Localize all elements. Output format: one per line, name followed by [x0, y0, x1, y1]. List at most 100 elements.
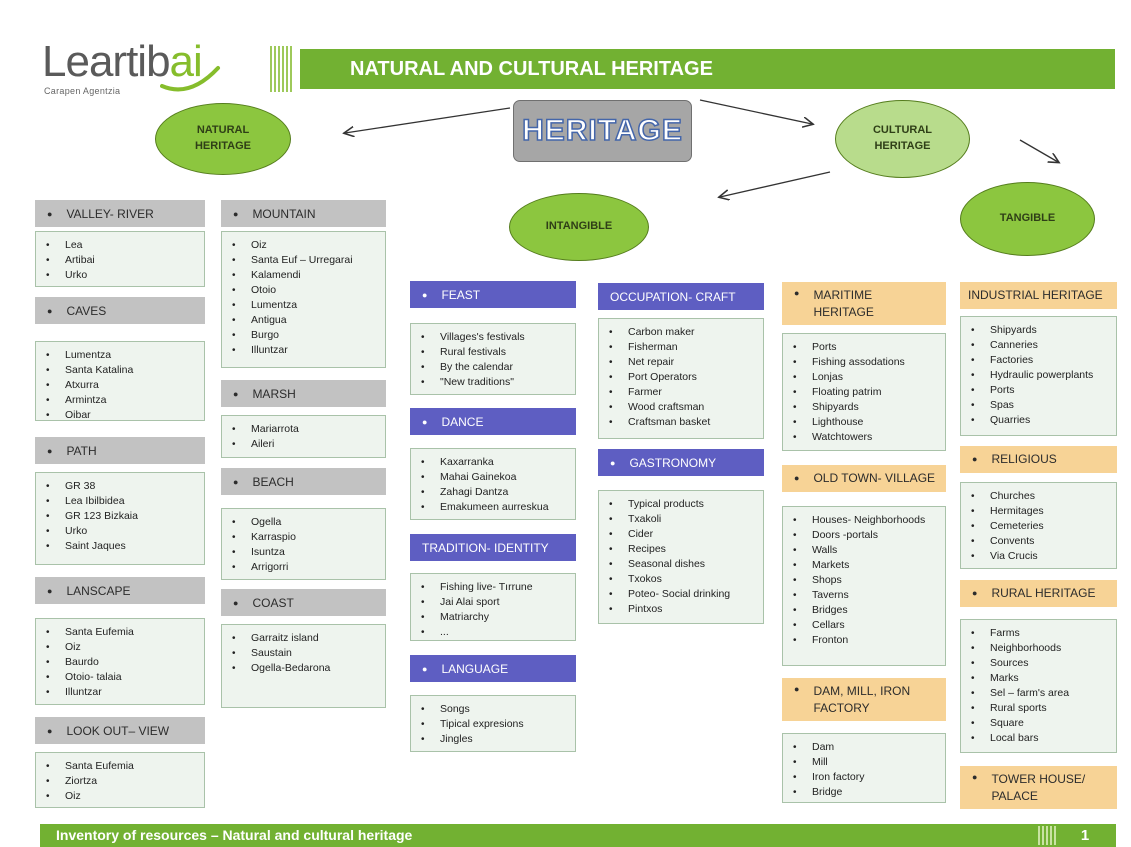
rural-heritage-header: ●RURAL HERITAGE: [960, 580, 1117, 607]
coast-header: ●COAST: [221, 589, 386, 616]
list-item: ...: [421, 625, 575, 640]
religious-list: ChurchesHermitagesCemeteriesConventsVia …: [960, 482, 1117, 569]
language-header: ●LANGUAGE: [410, 655, 576, 682]
coast-list: Garraitz islandSaustainOgella-Bedarona: [221, 624, 386, 708]
list-item: Oiz: [232, 238, 385, 253]
list-item: Txokos: [609, 572, 763, 587]
logo-subtitle: Carapen Agentzia: [44, 86, 121, 96]
lookout-view-list: Santa EufemiaZiortzaOiz: [35, 752, 205, 808]
list-item: Emakumeen aurreskua: [421, 500, 575, 515]
path-header: ●PATH: [35, 437, 205, 464]
list-item: Neighborhoods: [971, 641, 1116, 656]
list-item: Jai Alai sport: [421, 595, 575, 610]
dance-list: KaxarrankaMahai GainekoaZahagi DantzaEma…: [410, 448, 576, 520]
logo-text: Leartibai: [42, 37, 203, 86]
list-item: Lea: [46, 238, 204, 253]
natural-heritage-node: NATURAL HERITAGE: [155, 103, 291, 175]
list-item: Port Operators: [609, 370, 763, 385]
old-town-village-header: ●OLD TOWN- VILLAGE: [782, 465, 946, 492]
path-list: GR 38Lea IbilbideaGR 123 BizkaiaUrkoSain…: [35, 472, 205, 565]
list-item: Lonjas: [793, 370, 945, 385]
list-item: Atxurra: [46, 378, 204, 393]
list-item: Otoio- talaia: [46, 670, 204, 685]
list-item: Urko: [46, 268, 204, 283]
list-item: Lea Ibilbidea: [46, 494, 204, 509]
list-item: Ogella-Bedarona: [232, 661, 385, 676]
landscape-list: Santa EufemiaOizBaurdoOtoio- talaiaIllun…: [35, 618, 205, 705]
footer-stripes: [1038, 826, 1056, 845]
list-item: Ziortza: [46, 774, 204, 789]
list-item: Ports: [793, 340, 945, 355]
old-town-village-list: Houses- NeighborhoodsDoors -portalsWalls…: [782, 506, 946, 666]
list-item: Rural festivals: [421, 345, 575, 360]
list-item: Seasonal dishes: [609, 557, 763, 572]
list-item: Tipical expresions: [421, 717, 575, 732]
list-item: Artibai: [46, 253, 204, 268]
caves-list: LumentzaSanta KatalinaAtxurraArmintzaOib…: [35, 341, 205, 423]
rural-heritage-list: FarmsNeighborhoodsSourcesMarksSel – farm…: [960, 619, 1117, 753]
beach-header: ●BEACH: [221, 468, 386, 495]
list-item: Santa Katalina: [46, 363, 204, 378]
maritime-heritage-header: ●MARITIME HERITAGE: [782, 282, 946, 325]
list-item: Illuntzar: [46, 685, 204, 700]
list-item: Lighthouse: [793, 415, 945, 430]
list-item: Matriarchy: [421, 610, 575, 625]
tradition-identity-header: TRADITION- IDENTITY: [410, 534, 576, 561]
logo-swoosh-icon: [160, 66, 220, 92]
list-item: Houses- Neighborhoods: [793, 513, 945, 528]
list-item: Carbon maker: [609, 325, 763, 340]
list-item: Sel – farm's area: [971, 686, 1116, 701]
list-item: Hydraulic powerplants: [971, 368, 1116, 383]
list-item: Otoio: [232, 283, 385, 298]
list-item: Taverns: [793, 588, 945, 603]
list-item: Spas: [971, 398, 1116, 413]
list-item: Garraitz island: [232, 631, 385, 646]
landscape-header: ●LANSCAPE: [35, 577, 205, 604]
list-item: Recipes: [609, 542, 763, 557]
occupation-craft-header: OCCUPATION- CRAFT: [598, 283, 764, 310]
list-item: Antigua: [232, 313, 385, 328]
valley-river-header: ●VALLEY- RIVER: [35, 200, 205, 227]
list-item: Bridge: [793, 785, 945, 800]
lookout-view-header: ●LOOK OUT– VIEW: [35, 717, 205, 744]
list-item: Santa Eufemia: [46, 759, 204, 774]
list-item: Fishing live- Tırrune: [421, 580, 575, 595]
page-title: NATURAL AND CULTURAL HERITAGE: [300, 49, 1115, 89]
list-item: Saustain: [232, 646, 385, 661]
list-item: Lumentza: [232, 298, 385, 313]
list-item: Armintza: [46, 393, 204, 408]
list-item: Bridges: [793, 603, 945, 618]
industrial-heritage-header: INDUSTRIAL HERITAGE: [960, 282, 1117, 309]
list-item: Oibar: [46, 408, 204, 423]
feast-list: Villages's festivalsRural festivalsBy th…: [410, 323, 576, 395]
list-item: Shops: [793, 573, 945, 588]
list-item: Illuntzar: [232, 343, 385, 358]
tangible-node: TANGIBLE: [960, 182, 1095, 256]
list-item: Watchtowers: [793, 430, 945, 445]
list-item: Floating patrim: [793, 385, 945, 400]
list-item: Ogella: [232, 515, 385, 530]
list-item: Ports: [971, 383, 1116, 398]
list-item: Kalamendi: [232, 268, 385, 283]
heritage-root: HERITAGE: [513, 100, 692, 162]
list-item: Villages's festivals: [421, 330, 575, 345]
marsh-list: MariarrotaAileri: [221, 415, 386, 458]
list-item: Santa Euf – Urregarai: [232, 253, 385, 268]
industrial-heritage-list: ShipyardsCanneriesFactoriesHydraulic pow…: [960, 316, 1117, 436]
list-item: Churches: [971, 489, 1116, 504]
list-item: Doors -portals: [793, 528, 945, 543]
tower-house-palace-header: ●TOWER HOUSE/ PALACE: [960, 766, 1117, 809]
beach-list: OgellaKarraspioIsuntzaArrigorri: [221, 508, 386, 580]
occupation-craft-list: Carbon makerFishermanNet repairPort Oper…: [598, 318, 764, 439]
list-item: Cemeteries: [971, 519, 1116, 534]
list-item: Net repair: [609, 355, 763, 370]
dam-mill-iron-factory-header: ●DAM, MILL, IRON FACTORY: [782, 678, 946, 721]
list-item: Walls: [793, 543, 945, 558]
list-item: Canneries: [971, 338, 1116, 353]
list-item: Pintxos: [609, 602, 763, 617]
intangible-node: INTANGIBLE: [509, 193, 649, 261]
cultural-heritage-node: CULTURAL HERITAGE: [835, 100, 970, 178]
list-item: Kaxarranka: [421, 455, 575, 470]
marsh-header: ●MARSH: [221, 380, 386, 407]
valley-river-list: LeaArtibaiUrko: [35, 231, 205, 287]
